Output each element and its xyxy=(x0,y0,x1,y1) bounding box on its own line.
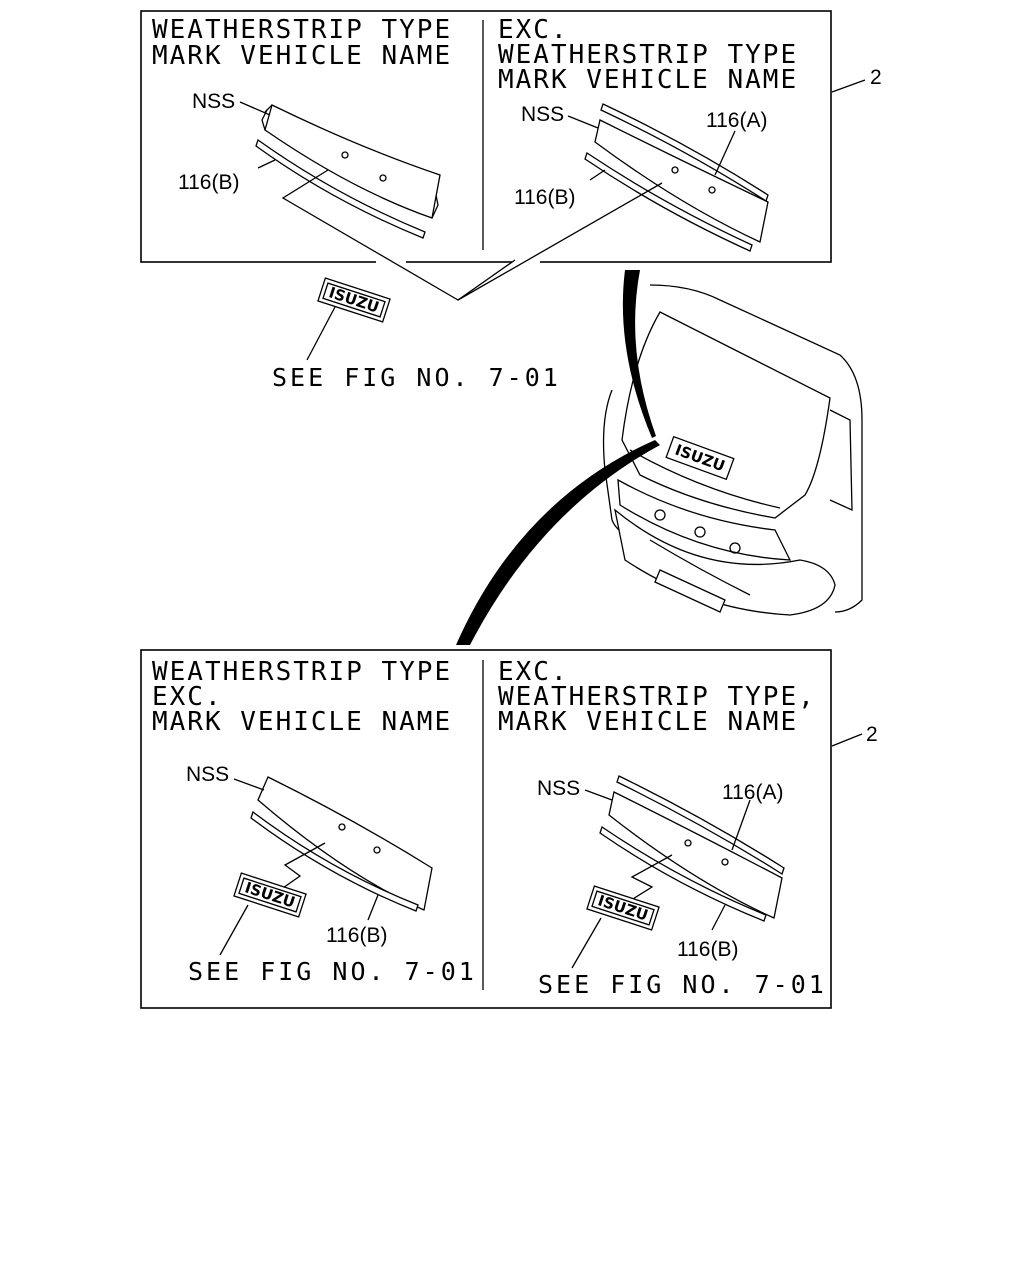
bottom-left-header-line1: WEATHERSTRIP TYPE xyxy=(152,657,452,687)
bottom-right-116b-label: 116(B) xyxy=(677,938,738,961)
bottom-left-116b-label: 116(B) xyxy=(326,924,387,947)
top-ref-number: 2 xyxy=(870,66,882,89)
top-right-nss-label: NSS xyxy=(521,103,564,126)
top-box: WEATHERSTRIP TYPE MARK VEHICLE NAME EXC.… xyxy=(140,10,882,301)
bottom-right-garnish: ISUZU xyxy=(571,775,785,969)
bottom-right-116a-label: 116(A) xyxy=(722,781,783,804)
bottom-right-header-line3: MARK VEHICLE NAME xyxy=(498,707,798,737)
top-left-nss-label: NSS xyxy=(192,90,235,113)
emblem-see-fig: SEE FIG NO. 7-01 xyxy=(272,363,561,392)
top-right-garnish xyxy=(457,103,769,301)
bottom-left-header-line2: EXC. xyxy=(152,682,223,712)
weatherstrip-a xyxy=(616,775,785,875)
top-left-garnish xyxy=(239,101,516,301)
top-leader-left xyxy=(281,169,516,301)
bottom-left-nss-label: NSS xyxy=(186,763,229,786)
isuzu-emblem xyxy=(586,885,660,931)
top-right-header-line3: MARK VEHICLE NAME xyxy=(498,65,798,95)
bottom-right-header-line1: EXC. xyxy=(498,657,569,687)
bottom-ref-number: 2 xyxy=(866,723,878,746)
back-door xyxy=(621,311,831,519)
garnish-panel xyxy=(608,791,783,919)
bottom-right-header-line2: WEATHERSTRIP TYPE, xyxy=(498,682,816,712)
top-right-header-line1: EXC. xyxy=(498,15,569,45)
top-right-116b-label: 116(B) xyxy=(514,186,575,209)
top-left-116b-label: 116(B) xyxy=(178,171,239,194)
bottom-box-frame xyxy=(140,649,832,1009)
bottom-left-see-fig: SEE FIG NO. 7-01 xyxy=(188,957,477,986)
top-right-header-line2: WEATHERSTRIP TYPE xyxy=(498,40,798,70)
garnish-panel xyxy=(257,776,433,911)
isuzu-emblem xyxy=(233,872,307,918)
emblem-callout: ISUZU SEE FIG NO. 7-01 xyxy=(272,277,561,392)
vehicle-emblem xyxy=(665,435,735,481)
weatherstrip-b xyxy=(255,138,426,239)
bottom-box: WEATHERSTRIP TYPE EXC. MARK VEHICLE NAME… xyxy=(140,649,878,1009)
bottom-left-header-line3: MARK VEHICLE NAME xyxy=(152,707,452,737)
lower-garnish xyxy=(617,478,792,561)
pointer-arc-top xyxy=(622,270,656,438)
isuzu-emblem xyxy=(317,277,391,323)
weatherstrip-b xyxy=(584,151,753,252)
bottom-right-nss-label: NSS xyxy=(537,777,580,800)
top-left-header-line1: WEATHERSTRIP TYPE xyxy=(152,15,452,45)
garnish-panel xyxy=(594,119,769,243)
pointer-arc-bottom xyxy=(456,440,660,645)
bottom-right-see-fig: SEE FIG NO. 7-01 xyxy=(538,970,827,999)
top-right-116a-label: 116(A) xyxy=(706,109,767,132)
weatherstrip-b xyxy=(599,825,767,922)
top-leader-right xyxy=(457,182,663,301)
top-box-frame xyxy=(140,10,832,263)
top-left-header-line2: MARK VEHICLE NAME xyxy=(152,41,452,71)
weatherstrip-b xyxy=(250,810,419,912)
bottom-left-garnish: ISUZU xyxy=(219,776,433,956)
vehicle-rear-view: ISUZU xyxy=(456,270,863,645)
rear-step xyxy=(654,569,726,613)
